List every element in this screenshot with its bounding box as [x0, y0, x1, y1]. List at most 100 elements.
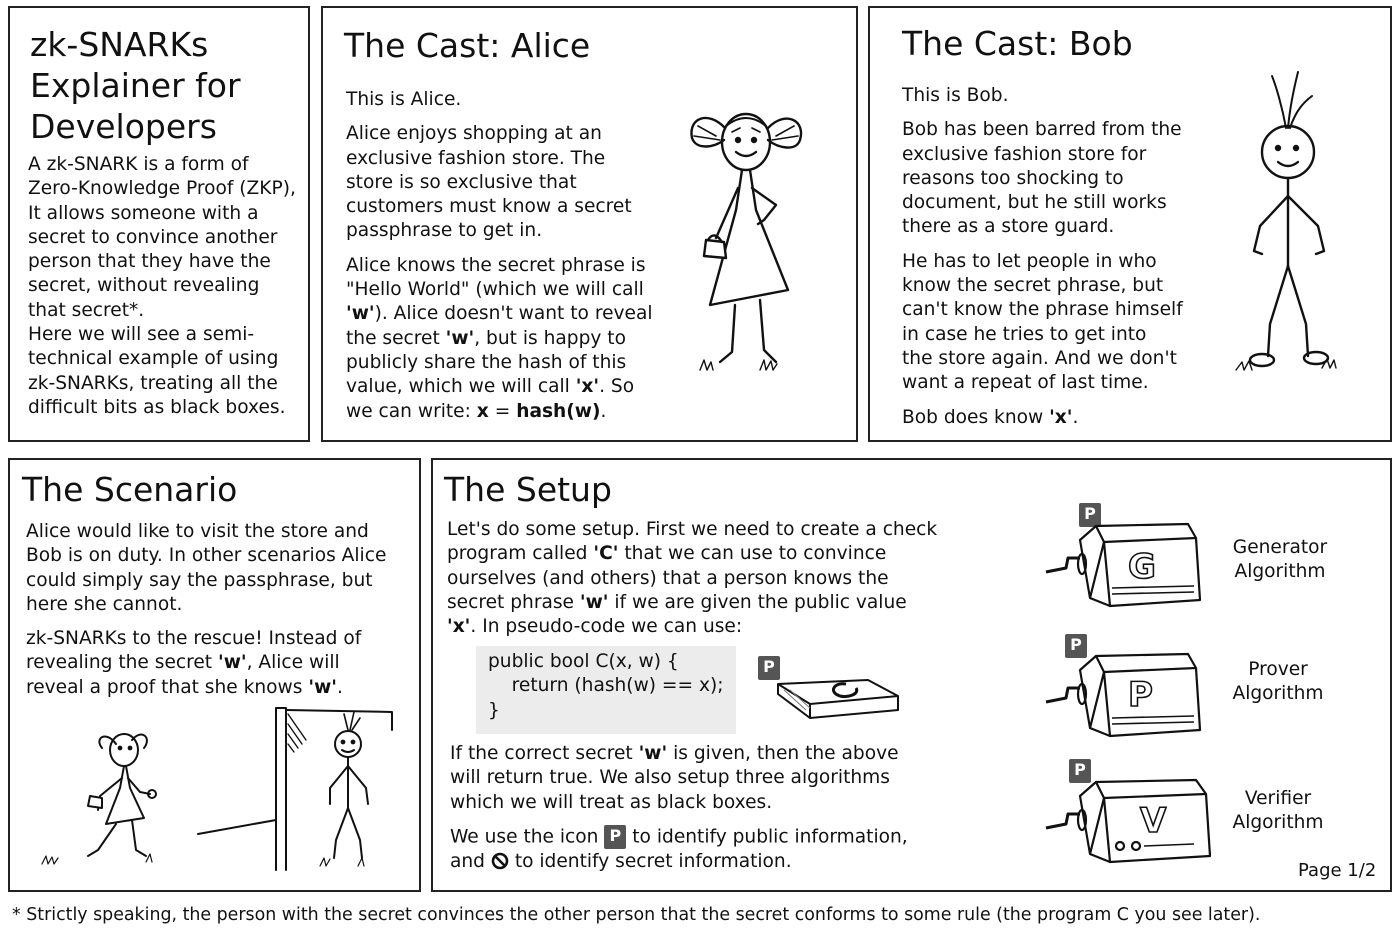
prover-public-icon: P [1065, 634, 1087, 658]
intro-line: secret, without revealing [28, 275, 260, 297]
generator-label-line: Algorithm [1234, 561, 1326, 583]
setup-p1-text: if we are given the public value [608, 591, 907, 613]
intro-line: technical example of using [28, 348, 279, 370]
bob-body: This is Bob. Bob has been barred from th… [902, 84, 1222, 440]
secret-info-icon [491, 852, 509, 870]
alice-p2-line: store is so exclusive that [346, 171, 577, 193]
alice-p3-line: publicly share the hash of this [346, 351, 627, 373]
verifier-box-icon [1045, 778, 1212, 864]
bob-p2: Bob has been barred from the exclusive f… [902, 118, 1222, 239]
public-info-icon: P [604, 825, 627, 849]
setup-p1-text: . In pseudo-code we can use: [470, 616, 743, 638]
setup-p2: If the correct secret 'w' is given, then… [450, 742, 950, 815]
program-c-public-icon: P [758, 656, 780, 680]
intro-line: It allows someone with a [28, 202, 259, 224]
w-variable: 'w' [308, 676, 337, 698]
verifier-label-line: Verifier [1244, 788, 1312, 809]
scenario-p2-line: zk-SNARKs to the rescue! Instead of [26, 628, 362, 650]
small-bob-figure [319, 711, 369, 867]
bob-p2-line: document, but he still works [902, 192, 1167, 214]
setup-p2-text: If the correct secret [450, 743, 639, 764]
intro-title: zk-SNARKs Explainer for Developers [30, 24, 241, 147]
page-number: Page 1/2 [1298, 860, 1377, 881]
alice-p2-line: passphrase to get in. [346, 220, 543, 242]
setup-p3: We use the icon P to identify public inf… [450, 825, 990, 874]
bob-p3-line: want a repeat of last time. [902, 372, 1149, 394]
code-block: public bool C(x, w) { return (hash(w) ==… [476, 646, 736, 734]
scenario-p1: Alice would like to visit the store and … [26, 520, 416, 617]
scenario-illustration [41, 707, 393, 871]
bob-p3-line: the store again. And we don't [902, 347, 1177, 369]
bob-p3: He has to let people in who know the sec… [902, 250, 1222, 396]
setup-p1-text: program called [447, 543, 594, 565]
alice-figure [690, 112, 803, 371]
alice-p3-text: ). Alice doesn't want to reveal [374, 303, 653, 325]
x-variable: 'x' [447, 616, 471, 638]
w-variable: 'w' [218, 652, 247, 674]
scenario-p1-line: Bob is on duty. In other scenarios Alice [26, 545, 387, 567]
intro-line: zk-SNARKs, treating all the [28, 372, 278, 394]
c-variable: 'C' [593, 543, 619, 565]
generator-label-line: Generator [1232, 537, 1328, 558]
bob-p2-line: there as a store guard. [902, 216, 1115, 238]
intro-title-line: zk-SNARKs [30, 25, 209, 64]
footnote: * Strictly speaking, the person with the… [12, 905, 1261, 925]
setup-p1: Let's do some setup. First we need to cr… [447, 518, 1007, 639]
setup-panel [431, 458, 1392, 892]
alice-p1: This is Alice. [346, 89, 462, 110]
alice-p3-line: "Hello World" (which we will call [346, 279, 644, 301]
bob-title: The Cast: Bob [902, 24, 1133, 63]
scenario-p2-text: reveal a proof that she knows [26, 676, 309, 698]
intro-line: Here we will see a semi- [28, 324, 255, 346]
w-variable: 'w' [638, 743, 668, 764]
setup-p3-text: We use the icon [450, 826, 605, 848]
prover-label-line: Prover [1248, 659, 1308, 680]
intro-line: difficult bits as black boxes. [28, 396, 286, 418]
prover-letter: P [1127, 675, 1154, 715]
alice-p2-line: exclusive fashion store. The [346, 147, 606, 169]
bob-p4: Bob does know 'x'. [902, 406, 1222, 430]
intro-line: A zk-SNARK is a form of [28, 154, 249, 175]
alice-p2: Alice enjoys shopping at an exclusive fa… [346, 122, 676, 243]
scenario-p2: zk-SNARKs to the rescue! Instead of reve… [26, 627, 416, 700]
alice-p3-text: we can write: [346, 400, 477, 422]
bob-p4-text: Bob does know [902, 406, 1050, 428]
setup-title: The Setup [444, 470, 612, 509]
prover-box-icon [1045, 652, 1202, 738]
intro-title-line: Explainer for [30, 66, 241, 105]
alice-p3-text: . So [599, 376, 635, 398]
alice-p2-line: customers must know a secret [346, 196, 632, 218]
generator-box-icon [1045, 522, 1202, 608]
setup-p3-text: and [450, 850, 491, 872]
intro-line: person that they have the [28, 251, 271, 273]
x-variable: 'x' [1049, 406, 1073, 428]
verifier-letter: V [1139, 801, 1167, 841]
scenario-p2-text: . [336, 676, 343, 698]
code-line: } [488, 699, 500, 721]
generator-public-icon: P [1079, 503, 1101, 527]
small-alice-figure [41, 733, 157, 865]
bob-p3-line: He has to let people in who [902, 250, 1157, 272]
w-variable: 'w' [579, 591, 609, 613]
x-variable: 'x' [575, 376, 600, 398]
intro-line: Zero-Knowledge Proof (ZKP), [28, 178, 296, 200]
alice-p2-line: Alice enjoys shopping at an [346, 123, 602, 145]
bob-p3-line: know the secret phrase, but [902, 275, 1164, 297]
alice-title: The Cast: Alice [344, 26, 591, 65]
equation-hash: hash(w) [516, 400, 601, 422]
setup-p1-line: ourselves (and others) that a person kno… [447, 567, 889, 589]
prover-label-line: Algorithm [1232, 683, 1324, 705]
alice-panel [321, 6, 858, 442]
code-line: return (hash(w) == x); [488, 675, 724, 697]
scenario-p1-line: Alice would like to visit the store and [26, 521, 369, 542]
setup-p3-text: to identify secret information. [508, 850, 792, 872]
alice-p3-line: Alice knows the secret phrase is [346, 254, 646, 276]
alice-p3-text: . [600, 400, 607, 422]
store-door [197, 707, 393, 871]
alice-p3-text: , but is happy to [474, 327, 626, 349]
setup-p2-text: is given, then the above [667, 743, 899, 764]
intro-title-line: Developers [30, 107, 217, 146]
alice-body: This is Alice. Alice enjoys shopping at … [346, 88, 676, 434]
alice-p3-text: the secret [346, 327, 446, 349]
bob-p2-line: reasons too shocking to [902, 167, 1124, 189]
